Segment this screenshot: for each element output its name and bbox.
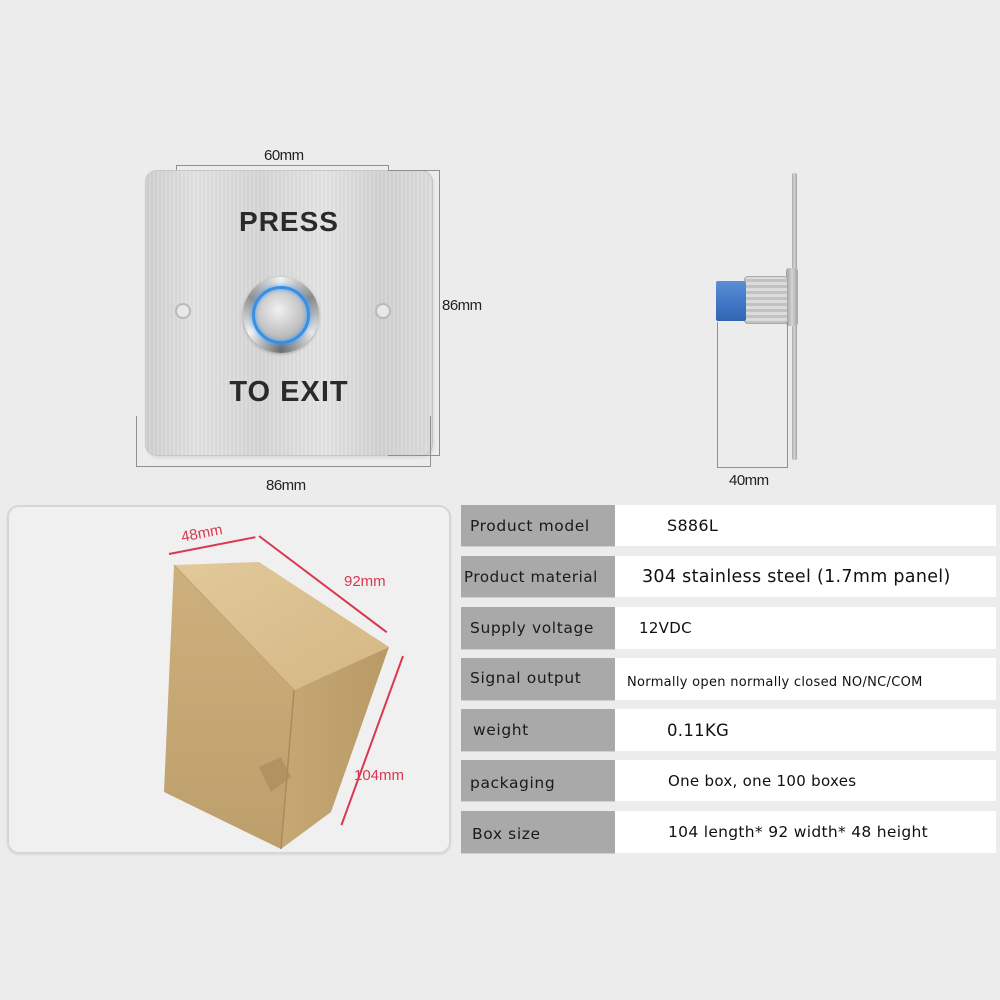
dimension-line-height (388, 170, 440, 456)
spec-label: weight (461, 709, 615, 751)
spec-value: S886L (615, 505, 996, 546)
spec-row-weight: weight 0.11KG (461, 709, 996, 751)
spec-value: Normally open normally closed NO/NC/COM (615, 658, 996, 700)
spec-row-signal-output: Signal output Normally open normally clo… (461, 658, 996, 700)
box-dimension-label-length: 92mm (344, 573, 386, 590)
dimension-line-width (136, 416, 431, 467)
spec-label: Supply voltage (461, 607, 615, 649)
dimension-label-height: 86mm (442, 297, 482, 314)
spec-row-supply-voltage: Supply voltage 12VDC (461, 607, 996, 649)
spec-label: Box size (461, 811, 615, 853)
dimension-label-depth: 40mm (729, 472, 769, 489)
illuminated-push-button-icon (243, 277, 319, 353)
exit-button-plate: PRESS TO EXIT (145, 170, 433, 456)
spec-row-packaging: packaging One box, one 100 boxes (461, 760, 996, 801)
dimension-label-width: 86mm (266, 477, 306, 494)
packaging-box-photo: 48mm 92mm 104mm (7, 505, 451, 854)
plate-text-exit: TO EXIT (229, 376, 349, 408)
spec-value: 12VDC (615, 607, 996, 649)
side-button-terminal-block (716, 281, 746, 321)
spec-label: Signal output (461, 658, 615, 700)
dimension-line-depth (717, 322, 788, 468)
cardboard-box-illustration (164, 562, 389, 850)
side-button-flange (786, 268, 798, 326)
dimension-label-hole-spacing: 60mm (264, 147, 304, 164)
spec-row-product-model: Product model S886L (461, 505, 996, 546)
spec-value: 304 stainless steel (1.7mm panel) (615, 556, 996, 597)
led-ring-icon (252, 286, 310, 344)
box-dimension-label-height: 104mm (354, 767, 405, 784)
plate-text-press: PRESS (239, 206, 339, 237)
spec-label: Product model (461, 505, 615, 546)
spec-label: Product material (461, 556, 615, 597)
screw-hole-right-icon (375, 303, 391, 319)
side-view (600, 0, 1000, 500)
screw-hole-left-icon (175, 303, 191, 319)
side-button-body (744, 276, 788, 324)
front-view: 60mm PRESS TO EXIT 86mm 86mm (0, 0, 500, 500)
spec-value: 0.11KG (615, 709, 996, 751)
spec-value: 104 length* 92 width* 48 height (615, 811, 996, 853)
spec-row-product-material: Product material 304 stainless steel (1.… (461, 556, 996, 597)
spec-value: One box, one 100 boxes (615, 760, 996, 801)
spec-label: packaging (461, 760, 615, 801)
spec-row-box-size: Box size 104 length* 92 width* 48 height (461, 811, 996, 853)
